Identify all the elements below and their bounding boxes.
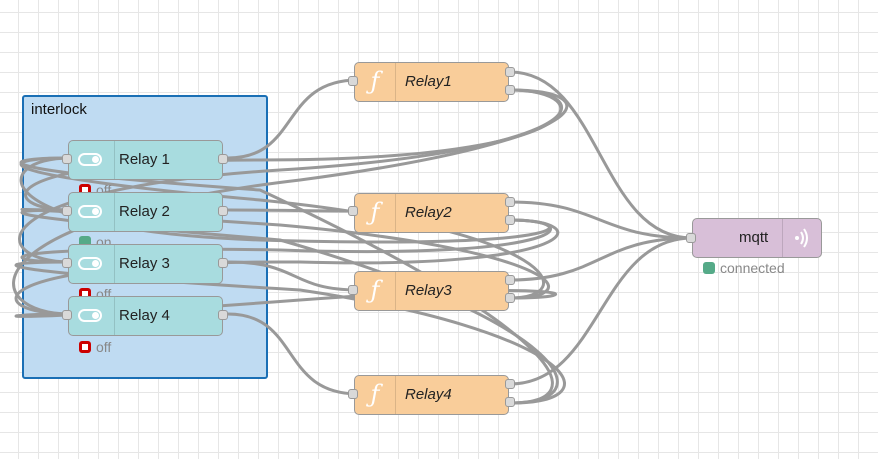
output-port-1[interactable] <box>505 67 515 77</box>
switch-node-relay-3[interactable]: Relay 3 <box>68 244 223 284</box>
group-label: interlock <box>31 101 87 118</box>
output-port-2[interactable] <box>505 397 515 407</box>
input-port[interactable] <box>348 285 358 295</box>
toggle-icon <box>69 245 115 283</box>
wire <box>14 289 557 318</box>
output-port-1[interactable] <box>505 197 515 207</box>
switch-node-relay-1[interactable]: Relay 1 <box>68 140 223 180</box>
input-port[interactable] <box>62 310 72 320</box>
output-port[interactable] <box>218 206 228 216</box>
mqtt-out-node[interactable]: mqtt <box>692 218 822 258</box>
function-icon: ƒ <box>355 376 396 414</box>
node-label: Relay 4 <box>119 307 170 324</box>
output-port-2[interactable] <box>505 215 515 225</box>
input-port[interactable] <box>62 258 72 268</box>
status-indicator <box>79 341 91 353</box>
output-port[interactable] <box>218 310 228 320</box>
wire <box>14 218 560 316</box>
function-node-relay1[interactable]: ƒ Relay1 <box>354 62 509 102</box>
node-label: Relay 1 <box>119 151 170 168</box>
output-port-1[interactable] <box>505 275 515 285</box>
node-label: Relay 3 <box>119 255 170 272</box>
input-port[interactable] <box>348 206 358 216</box>
function-icon: ƒ <box>355 272 396 310</box>
output-port-2[interactable] <box>505 85 515 95</box>
wire <box>227 78 359 160</box>
function-icon: ƒ <box>355 194 396 232</box>
status-indicator <box>703 262 715 274</box>
function-node-relay4[interactable]: ƒ Relay4 <box>354 375 509 415</box>
node-label: Relay4 <box>405 386 452 403</box>
switch-node-relay-4[interactable]: Relay 4 <box>68 296 223 336</box>
output-port[interactable] <box>218 154 228 164</box>
wire <box>19 156 554 405</box>
node-label: mqtt <box>739 229 769 246</box>
wire <box>12 88 569 316</box>
node-label: Relay 2 <box>119 203 170 220</box>
input-port[interactable] <box>348 76 358 86</box>
wire <box>18 88 563 264</box>
input-port[interactable] <box>62 206 72 216</box>
toggle-icon <box>69 141 115 179</box>
function-node-relay3[interactable]: ƒ Relay3 <box>354 271 509 311</box>
function-node-relay2[interactable]: ƒ Relay2 <box>354 193 509 233</box>
wire <box>509 236 693 386</box>
wire <box>509 236 693 282</box>
wire <box>509 70 693 240</box>
output-port-2[interactable] <box>505 293 515 303</box>
wire <box>14 260 566 405</box>
wire <box>20 218 552 264</box>
output-port[interactable] <box>218 258 228 268</box>
node-status: off <box>79 339 111 355</box>
node-status: connected <box>703 260 785 276</box>
wire <box>227 208 359 213</box>
input-port[interactable] <box>62 154 72 164</box>
node-label: Relay1 <box>405 73 452 90</box>
output-port-1[interactable] <box>505 379 515 389</box>
wire <box>227 312 359 396</box>
broadcast-icon <box>782 219 821 257</box>
switch-node-relay-2[interactable]: Relay 2 <box>68 192 223 232</box>
input-port[interactable] <box>686 233 696 243</box>
wire <box>509 200 693 240</box>
node-label: Relay2 <box>405 204 452 221</box>
node-label: Relay3 <box>405 282 452 299</box>
input-port[interactable] <box>348 389 358 399</box>
wire <box>20 207 550 300</box>
toggle-icon <box>69 297 115 335</box>
toggle-icon <box>69 193 115 231</box>
wire <box>20 208 559 405</box>
function-icon: ƒ <box>355 63 396 101</box>
